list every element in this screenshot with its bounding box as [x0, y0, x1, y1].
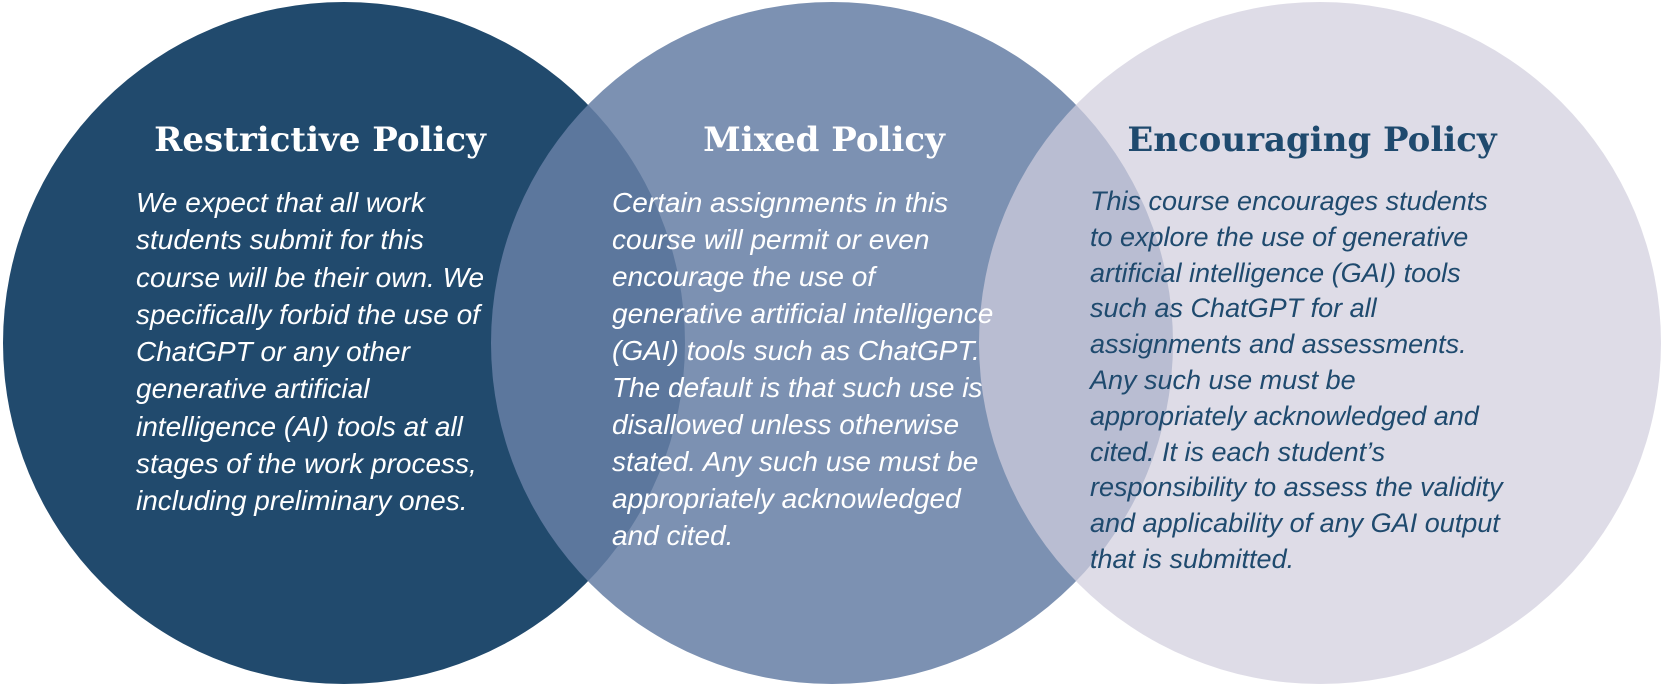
text-line: appropriately acknowledged and	[1090, 400, 1479, 431]
text-line: such as ChatGPT for all	[1090, 293, 1377, 324]
mixed-policy-title: Mixed Policy	[703, 120, 945, 160]
text-line: appropriately acknowledged	[612, 483, 961, 514]
text-line: students submit for this	[136, 224, 424, 256]
text-line: assignments and assessments.	[1090, 329, 1467, 360]
text-line: This course encourages students	[1090, 186, 1488, 216]
text-line: intelligence (AI) tools at all	[136, 410, 463, 442]
text-line: generative artificial intelligence	[612, 298, 994, 329]
mixed-policy-text: Certain assignments in this course will …	[612, 184, 1042, 554]
text-line: ChatGPT or any other	[136, 336, 410, 368]
text-line: artificial intelligence (GAI) tools	[1090, 257, 1461, 288]
text-line: cited. It is each student’s	[1090, 436, 1386, 467]
text-line: specifically forbid the use of	[136, 298, 480, 330]
text-line: and applicability of any GAI output	[1090, 508, 1500, 539]
text-line: course will be their own. We	[136, 261, 485, 293]
text-line: encourage the use of	[612, 261, 876, 292]
text-line: generative artificial	[136, 373, 370, 405]
text-line: We expect that all work	[136, 187, 425, 218]
restrictive-policy-title: Restrictive Policy	[154, 120, 486, 160]
encouraging-policy-text: This course encourages students to explo…	[1090, 184, 1560, 578]
text-line: The default is that such use is	[612, 372, 983, 403]
text-line: Any such use must be	[1090, 364, 1356, 395]
text-line: and cited.	[612, 520, 734, 551]
restrictive-policy-text: We expect that all work students submit …	[136, 184, 536, 520]
text-line: that is submitted.	[1090, 543, 1295, 574]
text-line: stages of the work process,	[136, 448, 477, 480]
text-line: to explore the use of generative	[1090, 221, 1469, 252]
text-line: stated. Any such use must be	[612, 446, 979, 477]
text-line: (GAI) tools such as ChatGPT.	[612, 335, 980, 366]
text-line: responsibility to assess the validity	[1090, 472, 1503, 503]
encouraging-policy-title: Encouraging Policy	[1127, 120, 1497, 160]
text-line: Certain assignments in this	[612, 187, 949, 218]
text-line: including preliminary ones.	[136, 485, 468, 517]
text-line: disallowed unless otherwise	[612, 409, 960, 440]
text-line: course will permit or even	[612, 224, 930, 255]
encouraging-policy-circle	[979, 2, 1661, 684]
